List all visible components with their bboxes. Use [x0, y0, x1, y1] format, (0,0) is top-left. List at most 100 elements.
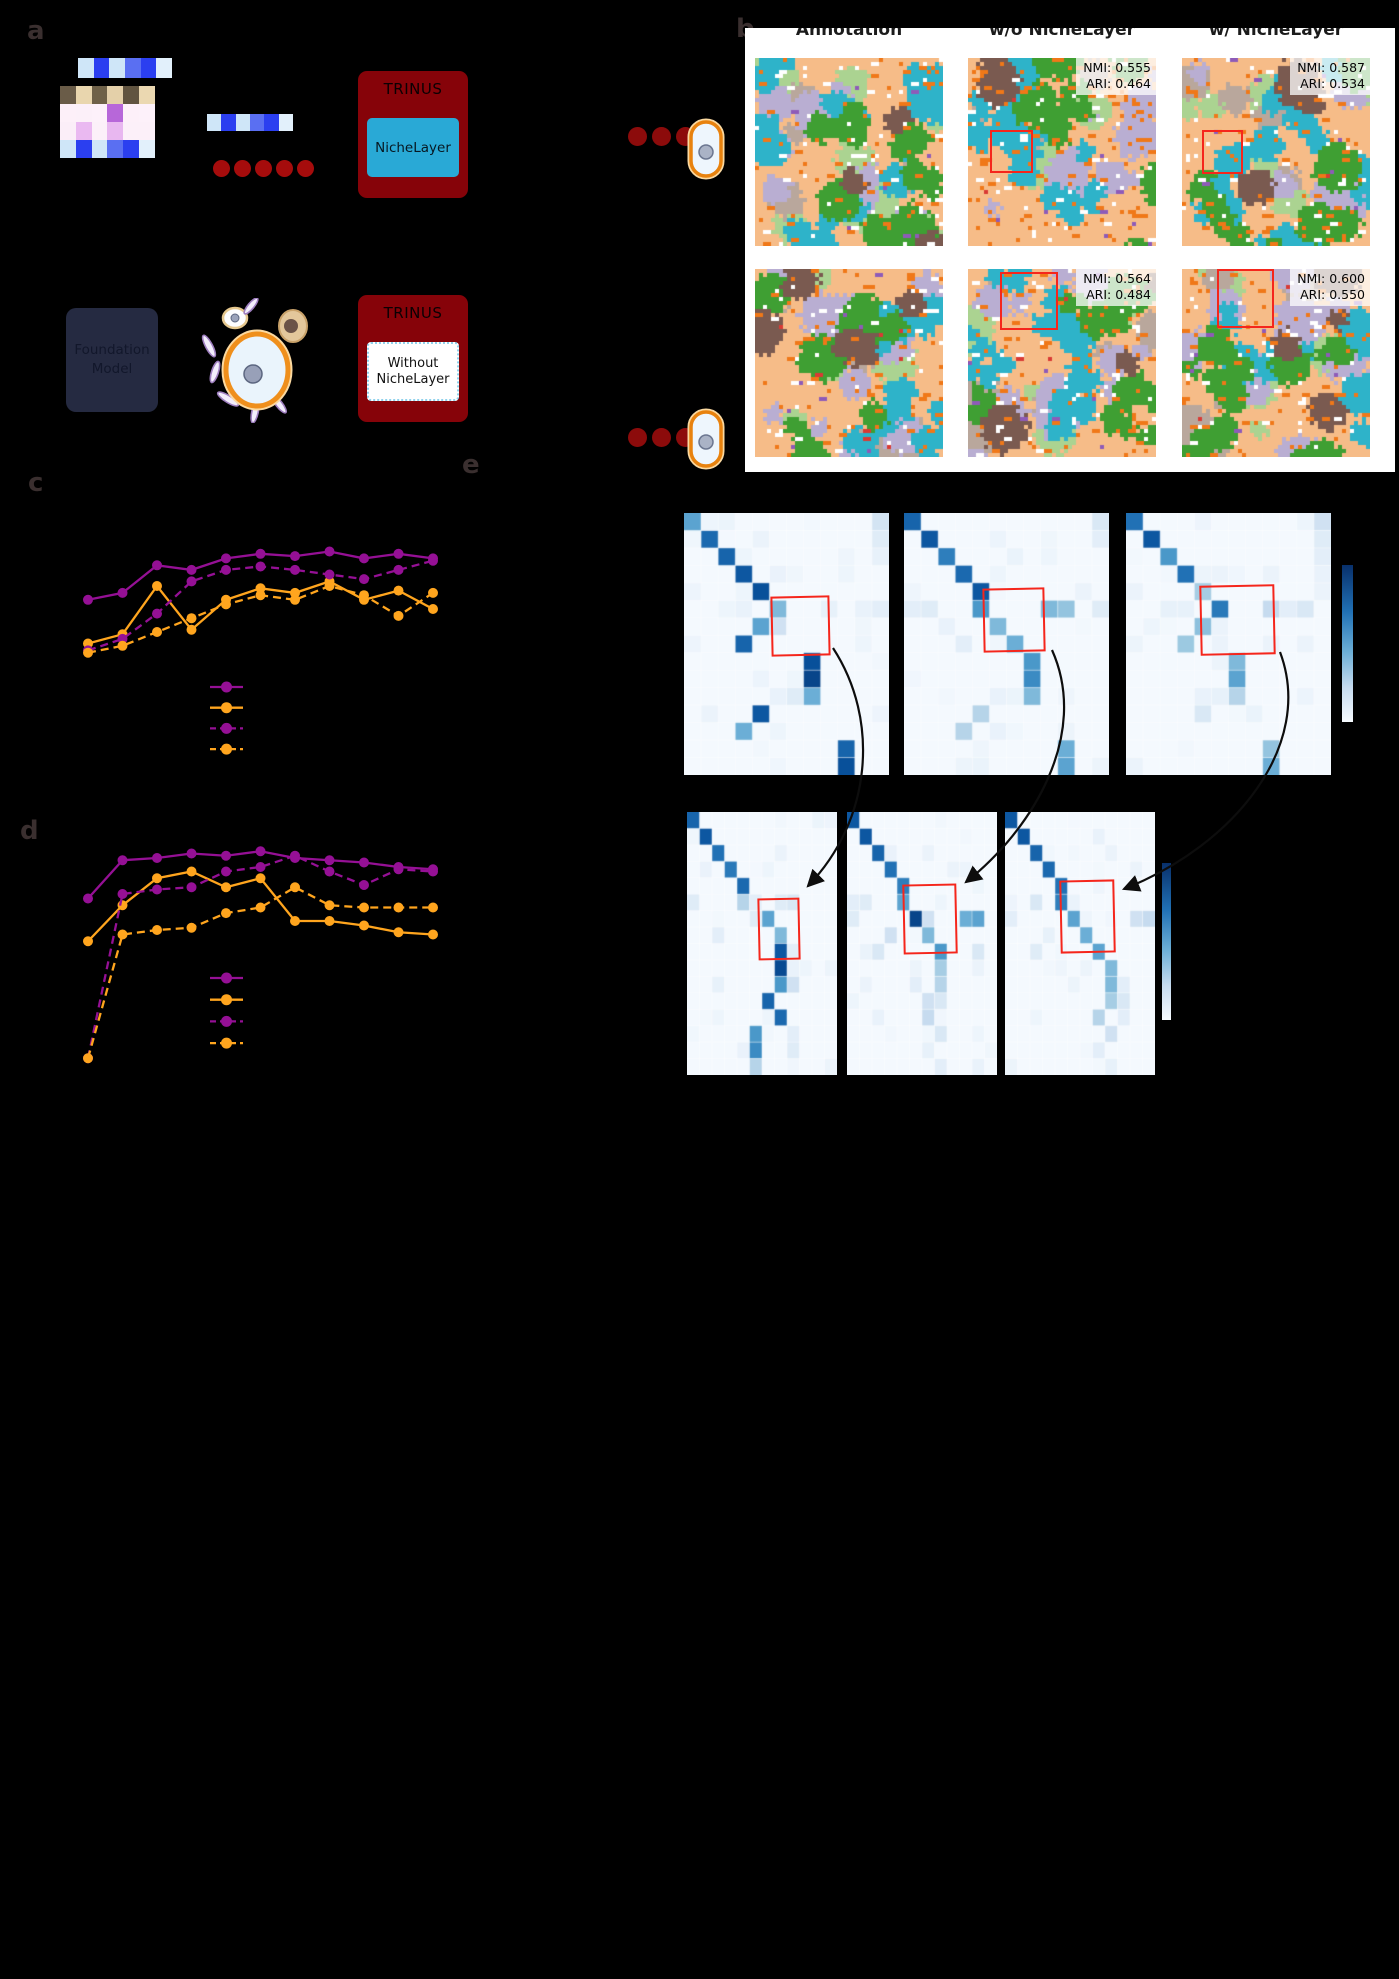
matrix-cell	[139, 140, 155, 158]
series-marker	[152, 627, 162, 637]
series-marker	[428, 866, 438, 877]
colorbar-top	[1342, 565, 1353, 722]
matrix-cell	[91, 122, 108, 140]
red-dot	[652, 127, 671, 146]
series-marker	[186, 922, 197, 933]
matrix-cell	[123, 140, 140, 158]
series-marker	[221, 564, 231, 575]
series-marker	[83, 936, 93, 947]
series-marker	[83, 647, 93, 658]
series-marker	[152, 884, 162, 895]
legend-key-marker	[221, 1015, 232, 1027]
panel-label-c: c	[28, 468, 44, 498]
legend-key-marker	[221, 1037, 232, 1049]
series-marker	[255, 846, 266, 857]
nmi-value: NMI: 0.587	[1297, 60, 1365, 75]
matrix-cell	[278, 114, 293, 131]
trinus-box-without-nichelayer: TRINUS Without NicheLayer	[358, 295, 468, 422]
series-marker	[117, 633, 128, 644]
series-marker	[324, 855, 335, 866]
matrix-cell	[60, 104, 76, 122]
matrix-cell	[221, 114, 236, 131]
series-marker	[255, 873, 266, 884]
series-marker	[359, 574, 369, 585]
matrix-cell	[139, 122, 155, 140]
series-marker	[186, 624, 197, 635]
matrix-cell	[123, 122, 140, 140]
series-marker	[186, 882, 197, 893]
series-marker	[255, 561, 266, 572]
series-marker	[290, 564, 300, 575]
matrix-cell	[93, 58, 110, 78]
matrix-cell	[75, 104, 92, 122]
series-line-magenta-dashed	[86, 854, 434, 1059]
series-line-magenta-dashed	[87, 559, 434, 652]
matrix-row	[60, 140, 155, 158]
series-marker	[186, 564, 197, 575]
series-marker	[290, 551, 300, 562]
matrix-cell	[123, 104, 140, 122]
series-marker	[290, 916, 300, 926]
series-marker	[290, 587, 300, 598]
series-marker	[255, 590, 266, 601]
trinus-box-with-nichelayer: TRINUS NicheLayer	[358, 71, 468, 198]
cell-nucleus	[243, 364, 263, 384]
series-marker	[393, 864, 404, 875]
series-marker	[428, 555, 438, 566]
highlight-red-box	[990, 130, 1033, 173]
red-dot	[652, 428, 671, 447]
highlight-red-box	[1202, 130, 1243, 174]
nmi-value: NMI: 0.555	[1083, 60, 1151, 75]
series-marker	[255, 862, 266, 872]
series-marker	[324, 916, 335, 926]
heatmap-highlight-box	[770, 595, 831, 657]
trinus-title-2: TRINUS	[383, 304, 443, 322]
series-marker	[117, 855, 128, 866]
matrix-row	[60, 122, 155, 140]
trinus-title: TRINUS	[383, 80, 443, 98]
series-marker	[152, 560, 162, 571]
series-marker	[152, 581, 162, 591]
ari-value: ARI: 0.534	[1300, 76, 1365, 91]
panel-label-e: e	[462, 450, 480, 480]
series-marker	[428, 587, 438, 598]
nichelayer-box: NicheLayer	[367, 118, 459, 177]
ari-value: ARI: 0.484	[1086, 287, 1151, 302]
legend-key-marker	[221, 722, 232, 734]
series-marker	[428, 929, 438, 940]
legend-key-marker	[221, 743, 232, 755]
without-nichelayer-box: Without NicheLayer	[367, 342, 459, 401]
series-marker	[186, 866, 197, 877]
series-marker	[152, 608, 162, 619]
matrix-cell	[123, 86, 140, 104]
token-dots-row	[213, 160, 318, 177]
matrix-cell	[207, 114, 222, 131]
heatmap-highlight-box	[757, 897, 801, 961]
series-marker	[255, 583, 266, 594]
series-marker	[152, 873, 162, 884]
column-header-without-nichelayer: w/o NicheLayer	[988, 28, 1136, 40]
series-marker	[221, 866, 231, 877]
red-dot	[297, 160, 314, 177]
spatial-map	[755, 269, 943, 457]
nmi-value: NMI: 0.600	[1297, 271, 1365, 286]
heatmap-highlight-box	[1199, 584, 1276, 656]
cell-icon-bottom	[687, 408, 725, 470]
foundation-label-line2: Model	[91, 361, 133, 377]
series-marker	[324, 866, 335, 877]
series-marker	[359, 590, 369, 601]
series-marker	[393, 585, 404, 596]
matrix-cell	[75, 122, 92, 140]
series-marker	[359, 902, 369, 913]
spatial-map-canvas	[755, 58, 943, 246]
matrix-cell	[75, 140, 92, 158]
series-line-orange-dashed	[86, 885, 433, 1059]
series-marker	[428, 902, 438, 913]
series-marker	[393, 548, 404, 559]
matrix-cell	[249, 114, 265, 131]
series-marker	[393, 902, 404, 913]
matrix-cell	[139, 86, 155, 104]
heatmap-highlight-box	[902, 883, 958, 955]
